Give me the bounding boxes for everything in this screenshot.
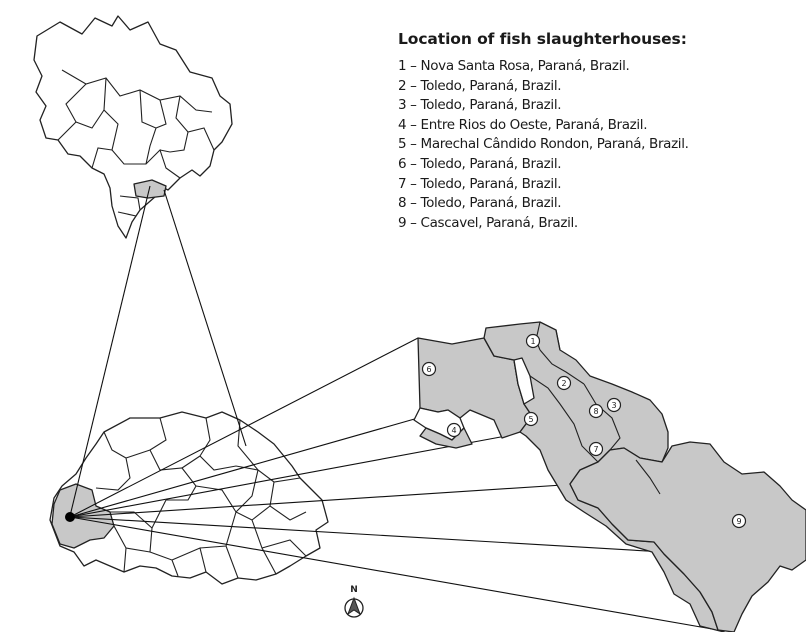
legend-item-7: 7 – Toledo, Paraná, Brazil.: [398, 175, 562, 192]
marker-8-label: 8: [593, 407, 598, 416]
marker-7-label: 7: [593, 445, 598, 454]
legend-item-3: 3 – Toledo, Paraná, Brazil.: [398, 97, 562, 114]
marker-8: 8: [588, 403, 604, 419]
legend-item-5: 5 – Marechal Cândido Rondon, Paraná, Bra…: [398, 136, 689, 153]
focal-point: [65, 512, 75, 522]
legend: Location of fish slaughterhouses: 1 – No…: [398, 30, 802, 233]
marker-4-label: 4: [451, 426, 456, 435]
north-arrow-icon: N: [344, 585, 364, 618]
north-arrow-label: N: [350, 585, 358, 595]
marker-4: 4: [446, 422, 462, 438]
legend-item-4: 4 – Entre Rios do Oeste, Paraná, Brazil.: [398, 116, 648, 133]
legend-item-8: 8 – Toledo, Paraná, Brazil.: [398, 195, 562, 212]
legend-item-9: 9 – Cascavel, Paraná, Brazil.: [398, 214, 578, 231]
marker-3: 3: [606, 397, 622, 413]
legend-item-2: 2 – Toledo, Paraná, Brazil.: [398, 77, 562, 94]
legend-list: 1 – Nova Santa Rosa, Paraná, Brazil. 2 –…: [398, 57, 802, 233]
marker-7: 7: [588, 441, 604, 457]
marker-2-label: 2: [561, 379, 566, 388]
parana-state-map: [49, 411, 329, 585]
marker-3-label: 3: [611, 401, 616, 410]
marker-1: 1: [525, 333, 541, 349]
inset-projection-lines: [69, 185, 247, 517]
legend-item-6: 6 – Toledo, Paraná, Brazil.: [398, 155, 562, 172]
marker-9-label: 9: [736, 517, 741, 526]
legend-title: Location of fish slaughterhouses:: [398, 30, 687, 48]
brazil-map: [33, 15, 233, 239]
marker-5-label: 5: [528, 415, 533, 424]
marker-1-label: 1: [530, 337, 535, 346]
zoomed-municipalities: [413, 321, 806, 632]
legend-item-1: 1 – Nova Santa Rosa, Paraná, Brazil.: [398, 58, 630, 74]
marker-6-label: 6: [426, 365, 431, 374]
marker-9: 9: [731, 513, 747, 529]
marker-5: 5: [523, 411, 539, 427]
marker-6: 6: [421, 361, 437, 377]
zoom-rays: [69, 337, 719, 631]
parana-highlight: [133, 179, 167, 199]
marker-2: 2: [556, 375, 572, 391]
slaughterhouse-markers: 1 2 3 4 5 6 7 8: [421, 333, 747, 529]
